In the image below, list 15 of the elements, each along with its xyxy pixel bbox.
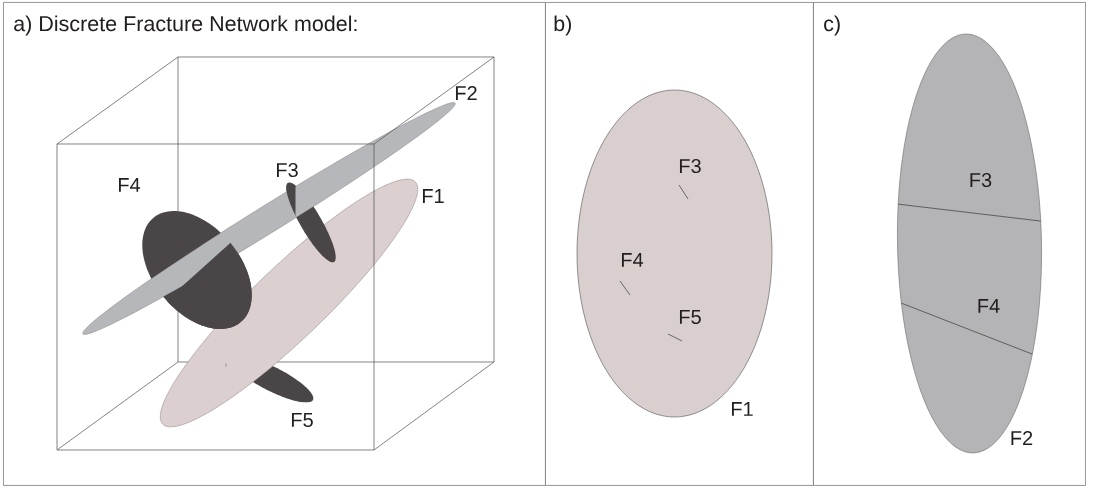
fracture-label: F3 (277, 162, 298, 178)
fracture-label: F2 (456, 86, 477, 100)
fracture-label: F3 (970, 172, 992, 188)
fracture-label: F4 (119, 178, 141, 192)
fracture-label: F1 (423, 189, 444, 203)
fracture-label: F1 (732, 402, 753, 416)
fracture-label: F5 (292, 413, 313, 427)
panel-heading: a) Discrete Fracture Network model: (14, 15, 357, 36)
fracture-label: F4 (622, 253, 644, 267)
fracture-label: F4 (978, 299, 1000, 313)
panel-label: b) (554, 15, 571, 36)
fracture-label: F3 (680, 158, 701, 174)
fracture-label: F2 (1011, 431, 1033, 445)
fracture-label: F5 (680, 310, 701, 324)
panel-label: c) (824, 15, 840, 36)
